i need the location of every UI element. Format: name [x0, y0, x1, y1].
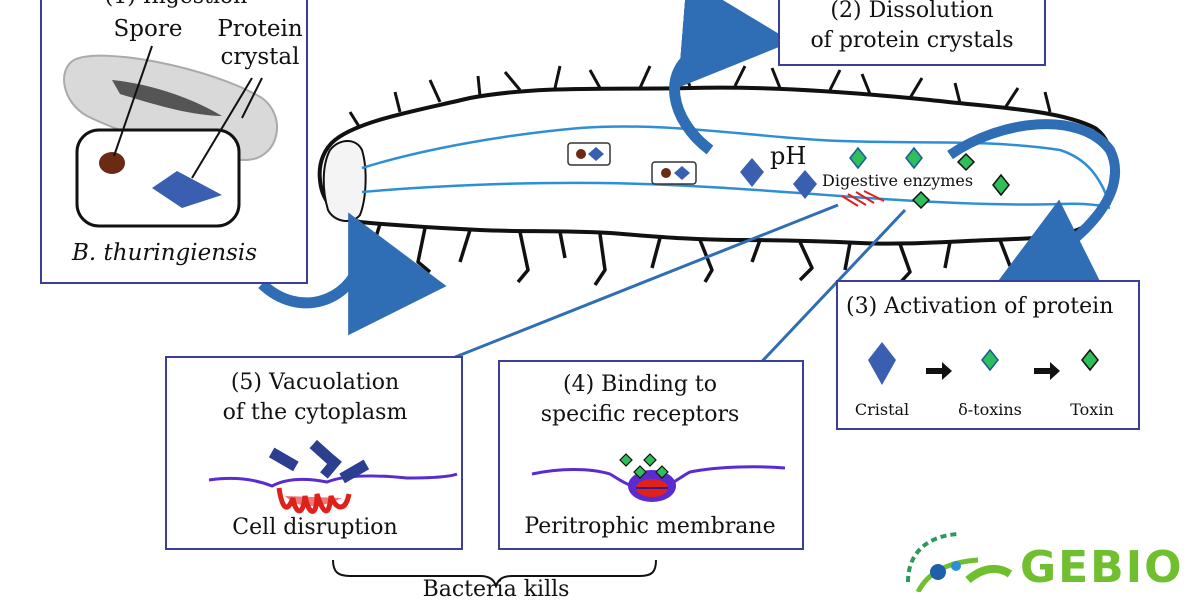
spore-pointer	[113, 45, 153, 157]
arrow-to-step5	[407, 203, 839, 379]
step3-box: (3) Activation of protein Cristal δ-toxi…	[836, 280, 1140, 430]
step5-toxin-bars	[268, 439, 370, 484]
step5-box: (5) Vacuolation of the cytoplasm Cell di…	[165, 356, 463, 550]
step2-box: (2) Dissolution of protein crystals	[778, 0, 1046, 66]
step3-illustration	[868, 342, 1099, 385]
caterpillar-head	[322, 140, 367, 222]
step3-item-delta-toxins: δ-toxins	[958, 400, 1022, 419]
logo-mark	[906, 532, 1013, 592]
step3-arrow-1	[926, 362, 952, 380]
step3-crystal	[868, 342, 896, 385]
gut-toxins	[911, 152, 1010, 210]
arrow-ingestion	[258, 212, 447, 336]
step5-line1: (5) Vacuolation	[230, 370, 400, 395]
gut-top-line	[361, 125, 1112, 206]
step5-membrane	[208, 472, 458, 488]
step4-caption: Peritrophic membrane	[524, 514, 776, 539]
step3-title: (3) Activation of protein	[846, 294, 1114, 319]
step5-caption: Cell disruption	[232, 515, 398, 540]
enzyme-hatches	[841, 190, 885, 207]
step3-item-toxin: Toxin	[1070, 400, 1114, 419]
gut-tube	[361, 125, 1112, 210]
bracket	[332, 559, 657, 588]
crystal-shape	[152, 171, 222, 208]
spore-label: Spore	[113, 16, 183, 42]
crystal-label-line1: Protein	[217, 16, 303, 42]
arrow-dissolution	[669, 0, 792, 155]
step2-line2: of protein crystals	[810, 28, 1014, 53]
step4-line2: specific receptors	[540, 402, 740, 427]
arrow-activation	[947, 119, 1120, 289]
gut-crystal-2	[793, 170, 817, 199]
step1-heading: (1) Ingestion	[105, 0, 248, 9]
caterpillar-outline	[317, 85, 1115, 246]
step4-line1: (4) Binding to	[563, 372, 717, 397]
gut-crystal-1	[740, 158, 764, 187]
crystal-pointer-2	[241, 77, 263, 119]
diagram-stage: (1) Ingestion Spore Protein crystal B. t…	[40, 0, 1184, 602]
crystal-label-line2: crystal	[220, 44, 300, 70]
step3-item-cristal: Cristal	[854, 400, 910, 419]
species-label: B. thuringiensis	[72, 240, 258, 266]
bracket-caption: Bacteria kills	[422, 577, 570, 602]
hairs-top	[348, 65, 1052, 129]
gut-spore-crystal-2	[651, 161, 697, 185]
enzymes-label: Digestive enzymes	[822, 171, 974, 190]
step1-box: (1) Ingestion Spore Protein crystal B. t…	[40, 0, 308, 284]
logo-text: GEBIO	[1020, 542, 1184, 593]
step4-illustration	[531, 453, 786, 502]
step3-toxin	[1081, 348, 1099, 372]
step3-arrow-2	[1034, 362, 1060, 380]
step4-box: (4) Binding to specific receptors Peritr…	[498, 360, 804, 550]
step1-illustration	[63, 45, 278, 228]
step2-line1: (2) Dissolution	[830, 0, 994, 23]
step5-line2: of the cytoplasm	[222, 400, 408, 425]
bacterium-cell	[75, 128, 241, 228]
spore-shape	[99, 152, 125, 174]
step5-illustration	[208, 439, 458, 514]
gut-spore-crystal-1	[567, 142, 611, 166]
crystal-pointer-1	[191, 77, 253, 179]
step4-toxins	[619, 453, 669, 479]
gut-delta-toxins	[849, 146, 923, 170]
ph-label: pH	[770, 142, 807, 170]
step3-delta-toxin	[981, 348, 999, 372]
diagram-graphics	[258, 0, 1120, 588]
